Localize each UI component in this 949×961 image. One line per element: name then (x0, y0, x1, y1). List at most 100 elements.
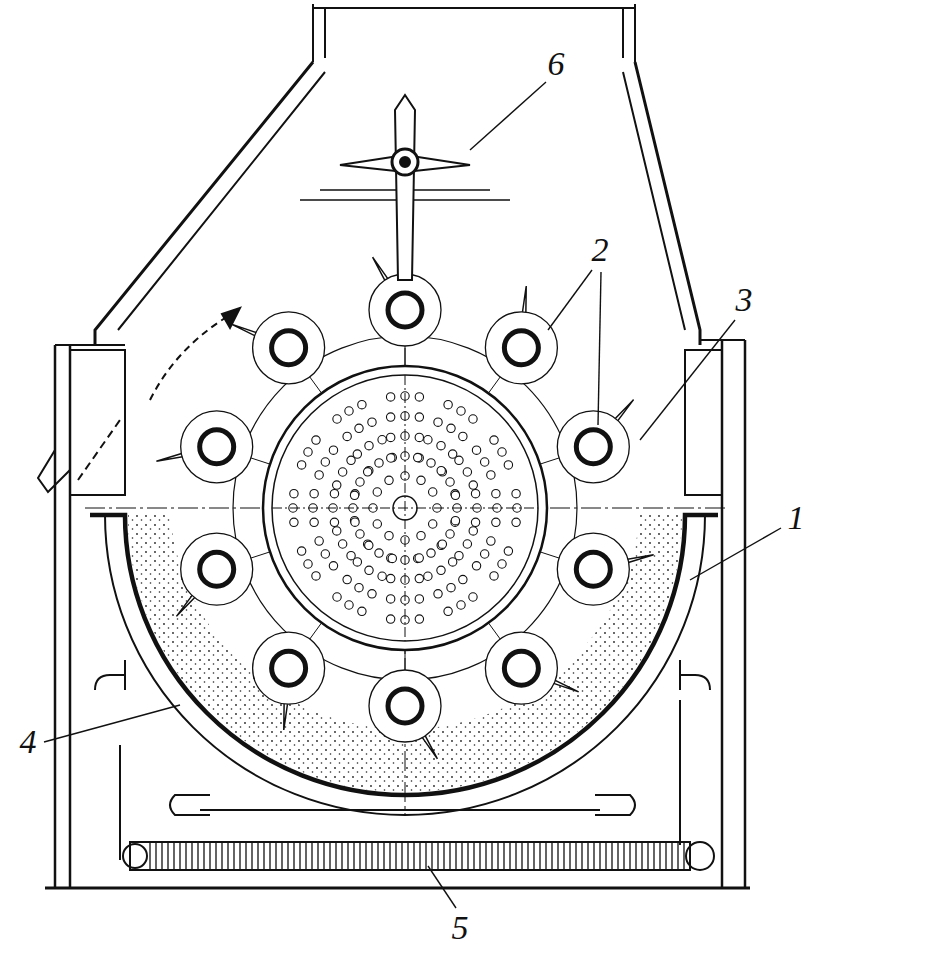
coil-turn (581, 843, 582, 869)
coil-turn (617, 843, 618, 869)
perforation (312, 436, 320, 444)
perforation (386, 595, 394, 603)
perforation (437, 566, 445, 574)
perforation (459, 575, 467, 583)
perforation (356, 478, 364, 486)
perforation (457, 601, 465, 609)
coil-turn (497, 843, 498, 869)
rotation-arrow (150, 318, 225, 400)
perforation (333, 415, 341, 423)
perforation (444, 400, 452, 408)
coil-turn (263, 843, 264, 869)
perforation (451, 516, 459, 524)
perforation (385, 532, 393, 540)
hub (253, 632, 325, 730)
coil-turn (341, 843, 342, 869)
coil-turn (335, 843, 336, 869)
coil-turn (251, 843, 252, 869)
perforation (297, 461, 305, 469)
coil-turn (467, 843, 468, 869)
perforation (437, 441, 445, 449)
perforation (363, 468, 371, 476)
perforation (378, 572, 386, 580)
hub (369, 670, 441, 759)
perforation (415, 595, 423, 603)
coil-turn (269, 843, 270, 869)
perforation (345, 407, 353, 415)
perforation (304, 448, 312, 456)
perforation (338, 468, 346, 476)
hub-disc (485, 312, 557, 384)
perforation (333, 593, 341, 601)
perforation (290, 518, 298, 526)
inlet-dash (78, 420, 120, 480)
hub-bore (388, 293, 422, 327)
top-hood (313, 4, 635, 62)
perforation (480, 550, 488, 558)
perforation (365, 541, 373, 549)
perforation (386, 574, 394, 582)
perforation (415, 433, 423, 441)
leader-line (598, 272, 601, 425)
perforation (358, 607, 366, 615)
perforation (492, 489, 500, 497)
coil-turn (491, 843, 492, 869)
coil-turn (149, 843, 150, 869)
perforation (480, 458, 488, 466)
coil-turn (353, 843, 354, 869)
hood-slope (95, 62, 700, 345)
perforation (386, 413, 394, 421)
perforation (343, 575, 351, 583)
perforation (512, 489, 520, 497)
hub (485, 632, 578, 704)
coil-turn (539, 843, 540, 869)
coil-turn (401, 843, 402, 869)
fan-axle (400, 157, 410, 167)
coil-turn (485, 843, 486, 869)
perforation (492, 518, 500, 526)
perforation (321, 550, 329, 558)
coil-turn (383, 843, 384, 869)
coil-turn (167, 843, 168, 869)
perforation (471, 518, 479, 526)
fan-hub (392, 149, 418, 175)
leader-line (640, 320, 735, 440)
perforation (368, 418, 376, 426)
coil-end (123, 844, 147, 868)
coil-turns (150, 843, 684, 869)
coil-turn (377, 843, 378, 869)
coil-turn (677, 843, 678, 869)
coil-turn (665, 843, 666, 869)
perforation (424, 436, 432, 444)
perforation (448, 558, 456, 566)
perforation (504, 461, 512, 469)
coil-turn (365, 843, 366, 869)
coil-turn (593, 843, 594, 869)
coil-turn (473, 843, 474, 869)
hub-bore (504, 651, 538, 685)
perforation (434, 418, 442, 426)
coil-turn (635, 843, 636, 869)
coil-turn (647, 843, 648, 869)
hub-bore (200, 552, 234, 586)
perforation (437, 466, 445, 474)
rotor (156, 257, 653, 759)
perforation (315, 471, 323, 479)
perforation (290, 489, 298, 497)
perforation (353, 450, 361, 458)
perforation (297, 547, 305, 555)
perforation (429, 520, 437, 528)
fan (340, 95, 470, 280)
coil-turn (371, 843, 372, 869)
coil-turn (323, 843, 324, 869)
perforation (417, 476, 425, 484)
coil-turn (557, 843, 558, 869)
hub-disc (253, 312, 325, 384)
perforation (312, 572, 320, 580)
coil-turn (185, 843, 186, 869)
coil-turn (437, 843, 438, 869)
hub-bore (576, 552, 610, 586)
hub-bore (272, 651, 306, 685)
coil-turn (227, 843, 228, 869)
